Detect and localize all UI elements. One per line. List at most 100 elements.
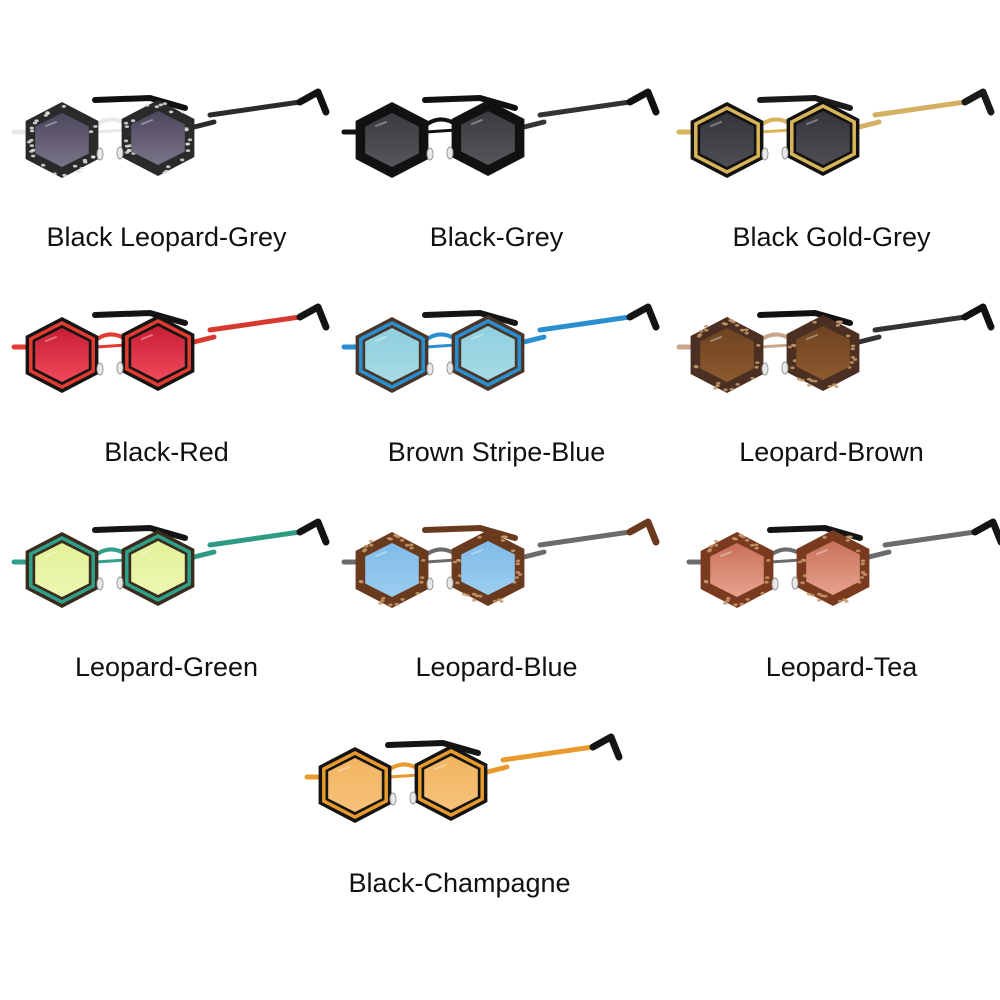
frame-pattern-spot bbox=[754, 365, 759, 369]
right-lens-glare bbox=[471, 549, 483, 555]
right-lens bbox=[796, 326, 850, 380]
frame-pattern-spot bbox=[750, 376, 755, 380]
right-lens bbox=[424, 756, 478, 810]
frame-pattern-spot bbox=[740, 328, 745, 332]
frame-pattern-spot bbox=[83, 160, 88, 164]
sunglasses-drawing bbox=[341, 303, 660, 393]
frame-pattern-spot bbox=[510, 549, 516, 553]
variant-card[interactable]: Leopard-Blue bbox=[330, 500, 663, 715]
sunglasses-drawing bbox=[341, 518, 660, 608]
variant-label: Black Gold-Grey bbox=[732, 222, 931, 252]
frame-pattern-spot bbox=[77, 170, 82, 174]
variant-card[interactable]: Leopard-Tea bbox=[675, 500, 1000, 715]
frame-pattern-spot bbox=[787, 345, 793, 349]
variant-card[interactable]: Brown Stripe-Blue bbox=[330, 285, 663, 500]
left-lens bbox=[710, 543, 764, 597]
left-lens-glare bbox=[45, 336, 57, 342]
frame-pattern-spot bbox=[515, 562, 520, 566]
frame-pattern-spot bbox=[738, 533, 744, 537]
variant-card[interactable]: Leopard-Brown bbox=[665, 285, 998, 500]
frame-pattern-spot bbox=[713, 387, 718, 390]
left-lens-glare bbox=[375, 551, 387, 557]
frame-pattern-spot bbox=[477, 535, 482, 539]
frame-pattern-spot bbox=[756, 344, 761, 347]
frame-pattern-spot bbox=[380, 599, 385, 603]
frame-pattern-spot bbox=[388, 537, 393, 541]
lower-bridge bbox=[425, 128, 457, 134]
frame-pattern-spot bbox=[381, 596, 386, 600]
frame-pattern-spot bbox=[860, 559, 866, 563]
variant-label: Leopard-Blue bbox=[415, 652, 578, 682]
far-temple bbox=[757, 309, 853, 326]
frame-pattern-spot bbox=[162, 102, 168, 105]
frame-pattern-spot bbox=[723, 322, 728, 326]
frame-pattern-spot bbox=[420, 576, 425, 579]
sunglasses-drawing bbox=[11, 518, 330, 608]
frame-pattern-spot bbox=[729, 387, 734, 391]
frame-pattern-spot bbox=[185, 149, 191, 152]
far-temple bbox=[92, 524, 188, 541]
nose-pad bbox=[96, 147, 104, 161]
variant-label: Black-Red bbox=[104, 437, 229, 467]
right-lens-glare bbox=[816, 549, 828, 555]
frame-pattern-spot bbox=[515, 571, 521, 574]
frame-pattern-spot bbox=[185, 142, 190, 146]
right-lens bbox=[461, 111, 515, 165]
sunglasses-drawing bbox=[11, 88, 330, 178]
frame-pattern-spot bbox=[764, 580, 769, 584]
variant-card[interactable]: Black Leopard-Grey bbox=[0, 70, 333, 285]
frame-pattern-spot bbox=[744, 538, 750, 542]
sunglasses-image bbox=[676, 88, 995, 178]
left-lens bbox=[700, 328, 754, 382]
far-temple bbox=[757, 94, 853, 111]
frame-pattern-spot bbox=[801, 558, 806, 562]
sunglasses-drawing bbox=[676, 88, 995, 178]
variant-card[interactable]: Leopard-Green bbox=[0, 500, 333, 715]
frame-pattern-spot bbox=[810, 593, 815, 597]
frame-pattern-spot bbox=[91, 155, 96, 159]
left-lens-glare bbox=[375, 121, 387, 127]
variant-card[interactable]: Black-Red bbox=[0, 285, 333, 500]
right-lens bbox=[131, 541, 185, 595]
frame-pattern-spot bbox=[162, 171, 167, 175]
frame-pattern-spot bbox=[842, 598, 847, 601]
frame-pattern-spot bbox=[399, 538, 405, 542]
variant-label: Leopard-Tea bbox=[765, 652, 918, 682]
frame-pattern-spot bbox=[364, 544, 369, 548]
frame-pattern-spot bbox=[503, 535, 508, 539]
frame-pattern-spot bbox=[750, 543, 755, 547]
right-metal-rim bbox=[125, 534, 191, 602]
frame-pattern-spot bbox=[723, 602, 728, 605]
far-temple bbox=[385, 739, 481, 756]
variant-label: Brown Stripe-Blue bbox=[387, 437, 606, 467]
variant-card[interactable]: Black-Grey bbox=[330, 70, 663, 285]
variant-card[interactable]: Black Gold-Grey bbox=[665, 70, 998, 285]
nose-pad bbox=[116, 361, 124, 375]
frame-pattern-spot bbox=[699, 329, 704, 333]
temple-tip bbox=[961, 303, 995, 331]
frame-pattern-spot bbox=[859, 576, 864, 579]
variant-label: Leopard-Green bbox=[74, 652, 259, 682]
frame-pattern-spot bbox=[478, 594, 483, 598]
frame-pattern-spot bbox=[855, 549, 861, 553]
frame-pattern-spot bbox=[802, 574, 808, 578]
frame-pattern-spot bbox=[766, 559, 771, 562]
frame-pattern-spot bbox=[457, 574, 463, 578]
frame-pattern-spot bbox=[29, 126, 34, 130]
frame-pattern-spot bbox=[850, 356, 856, 359]
sunglasses-image bbox=[11, 303, 330, 393]
variant-card[interactable]: Black-Champagne bbox=[293, 715, 626, 930]
frame-pattern-spot bbox=[860, 562, 865, 566]
frame-pattern-spot bbox=[709, 544, 714, 548]
frame-pattern-spot bbox=[88, 130, 94, 134]
frame-pattern-spot bbox=[180, 158, 185, 162]
frame-pattern-spot bbox=[832, 383, 837, 386]
lower-bridge bbox=[95, 558, 127, 564]
nose-pad bbox=[771, 577, 779, 591]
frame-pattern-spot bbox=[123, 121, 129, 125]
frame-pattern-spot bbox=[800, 581, 805, 585]
nose-pad bbox=[389, 792, 397, 806]
temple-tip bbox=[971, 518, 1000, 546]
lower-bridge bbox=[760, 343, 792, 349]
